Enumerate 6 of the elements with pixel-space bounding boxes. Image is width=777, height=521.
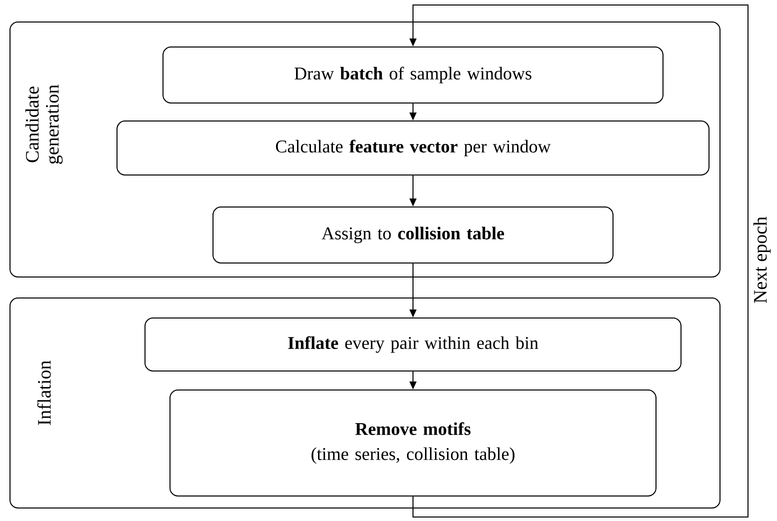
process-box: Remove motifs (time series, collision table) [170, 390, 656, 496]
process-box: Draw batch of sample windows [162, 46, 664, 104]
process-box: Inflate every pair within each bin [144, 318, 682, 372]
process-box: Assign to collision table [212, 206, 614, 264]
process-box: Calculate feature vector per window [116, 120, 710, 176]
edge-label: Next epoch [753, 216, 771, 303]
